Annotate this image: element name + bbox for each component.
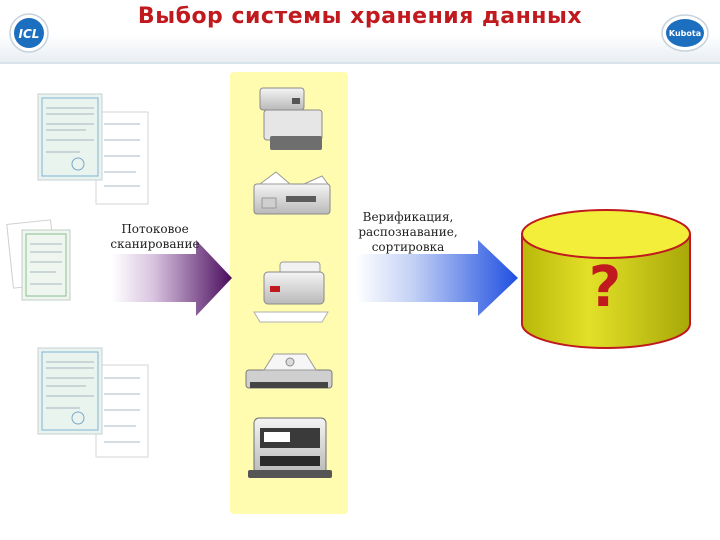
- icl-logo-text: ICL: [19, 27, 40, 41]
- scanner-icon: [248, 417, 332, 478]
- scan-arrow: [112, 240, 232, 316]
- header-rule: [0, 62, 720, 64]
- document-stacks: [6, 93, 149, 458]
- document-stack-icon: [37, 347, 149, 458]
- caption-streaming-scan: Потоковое сканирование: [110, 222, 200, 251]
- scanner-icon: [259, 87, 323, 150]
- database-cylinder-icon: [521, 209, 691, 349]
- scanner-list: [245, 87, 333, 478]
- storage-question-mark: ?: [588, 255, 622, 320]
- scanner-icon: [245, 353, 333, 389]
- header-bar: [0, 0, 720, 62]
- page-title: Выбор системы хранения данных: [137, 4, 583, 29]
- kubota-logo: Kubota: [661, 14, 709, 52]
- caption-verification: Верификация, распознавание, сортировка: [358, 210, 458, 254]
- kubota-logo-text: Kubota: [669, 29, 701, 38]
- verify-arrow: [356, 240, 518, 316]
- scanner-icon: [253, 171, 331, 215]
- icl-logo: ICL: [9, 13, 49, 53]
- document-stack-icon: [37, 93, 149, 205]
- scanner-icon: [253, 261, 329, 323]
- document-stack-icon: [6, 219, 71, 301]
